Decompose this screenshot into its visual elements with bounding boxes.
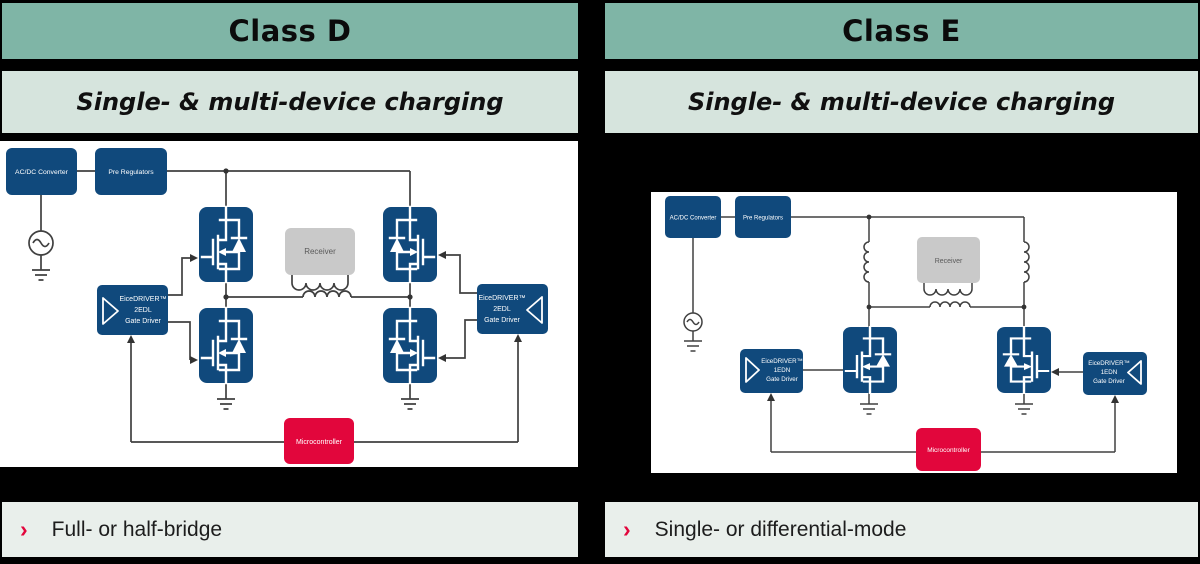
class-e-bullet-text: Single- or differential-mode bbox=[654, 517, 907, 541]
junction-dots bbox=[866, 214, 1027, 310]
transformer-icon bbox=[291, 275, 352, 298]
amplifier-triangle-icon bbox=[526, 296, 543, 324]
class-e-header: Class E bbox=[605, 3, 1198, 59]
class-d-bullet-band: › Full- or half-bridge bbox=[2, 502, 578, 557]
gate-driver-right-block: EiceDRIVER™ 2EDL Gate Driver bbox=[477, 284, 548, 334]
class-d-title: Class D bbox=[228, 14, 352, 48]
receiver-label: Receiver bbox=[304, 247, 336, 256]
ac-source-icon bbox=[28, 230, 54, 256]
driver-part-label: 2EDL bbox=[493, 306, 511, 313]
amplifier-triangle-icon bbox=[102, 297, 119, 325]
driver-brand-label: EiceDRIVER™ bbox=[478, 295, 525, 302]
chevron-bullet-icon: › bbox=[20, 516, 28, 542]
driver-brand-label: EiceDRIVER™ bbox=[119, 296, 166, 303]
acdc-converter-block: AC/DC Converter bbox=[665, 196, 721, 238]
driver-brand-label: EiceDRIVER™ bbox=[1088, 360, 1130, 367]
circuit-wires bbox=[692, 216, 1116, 453]
driver-role-label: Gate Driver bbox=[766, 376, 798, 383]
receiver-block: Receiver bbox=[917, 237, 980, 283]
driver-role-label: Gate Driver bbox=[484, 317, 520, 324]
gate-arrowheads bbox=[767, 368, 1119, 403]
class-d-subtitle-band: Single- & multi-device charging bbox=[2, 71, 578, 133]
class-e-circuit-svg: AC/DC Converter Pre Regulators Receiver … bbox=[665, 196, 1147, 471]
class-e-bullet-band: › Single- or differential-mode bbox=[605, 502, 1198, 557]
transformer-icon bbox=[923, 283, 973, 308]
driver-role-label: Gate Driver bbox=[1093, 378, 1125, 385]
driver-role-label: Gate Driver bbox=[125, 318, 161, 325]
microcontroller-block: Microcontroller bbox=[284, 418, 354, 464]
class-e-circuit-panel: AC/DC Converter Pre Regulators Receiver … bbox=[651, 192, 1177, 473]
mosfet-icon bbox=[197, 306, 255, 385]
prereg-label: Pre Regulators bbox=[743, 216, 783, 222]
amplifier-triangle-icon bbox=[745, 357, 760, 383]
ac-source-icon bbox=[683, 312, 703, 332]
driver-part-label: 2EDL bbox=[134, 307, 152, 314]
driver-part-label: 1EDN bbox=[1101, 369, 1118, 376]
acdc-label: AC/DC Converter bbox=[670, 216, 717, 222]
gate-driver-right-block: EiceDRIVER™ 1EDN Gate Driver bbox=[1083, 352, 1147, 395]
driver-brand-label: EiceDRIVER™ bbox=[761, 358, 803, 365]
gate-driver-left-block: EiceDRIVER™ 2EDL Gate Driver bbox=[97, 285, 168, 335]
gate-arrowheads bbox=[127, 251, 522, 364]
class-e-title: Class E bbox=[842, 14, 961, 48]
junction-dots bbox=[223, 168, 413, 300]
driver-part-label: 1EDN bbox=[774, 367, 791, 374]
class-d-circuit-svg: AC/DC Converter Pre Regulators Receiver … bbox=[6, 148, 548, 464]
pre-regulators-block: Pre Regulators bbox=[735, 196, 791, 238]
mcu-label: Microcontroller bbox=[296, 439, 343, 446]
mosfet-icon bbox=[995, 325, 1053, 395]
mosfet-icon bbox=[381, 306, 439, 385]
class-d-subtitle: Single- & multi-device charging bbox=[76, 88, 504, 116]
class-d-circuit-panel: AC/DC Converter Pre Regulators Receiver … bbox=[0, 141, 578, 467]
receiver-block: Receiver bbox=[285, 228, 355, 275]
acdc-label: AC/DC Converter bbox=[15, 169, 69, 176]
mcu-label: Microcontroller bbox=[927, 447, 970, 454]
amplifier-triangle-icon bbox=[1127, 360, 1142, 385]
microcontroller-block: Microcontroller bbox=[916, 428, 981, 471]
acdc-converter-block: AC/DC Converter bbox=[6, 148, 77, 195]
receiver-label: Receiver bbox=[935, 258, 963, 265]
mosfet-icon bbox=[197, 205, 255, 284]
pre-regulators-block: Pre Regulators bbox=[95, 148, 167, 195]
gate-driver-left-block: EiceDRIVER™ 1EDN Gate Driver bbox=[740, 349, 803, 393]
class-e-subtitle: Single- & multi-device charging bbox=[687, 88, 1116, 116]
inductor-icons bbox=[863, 241, 1030, 283]
mosfet-icon bbox=[381, 205, 439, 284]
class-d-bullet-text: Full- or half-bridge bbox=[51, 517, 223, 541]
class-e-subtitle-band: Single- & multi-device charging bbox=[605, 71, 1198, 133]
chevron-bullet-icon: › bbox=[623, 516, 631, 542]
class-d-header: Class D bbox=[2, 3, 578, 59]
prereg-label: Pre Regulators bbox=[108, 169, 154, 176]
mosfet-icon bbox=[841, 325, 899, 395]
